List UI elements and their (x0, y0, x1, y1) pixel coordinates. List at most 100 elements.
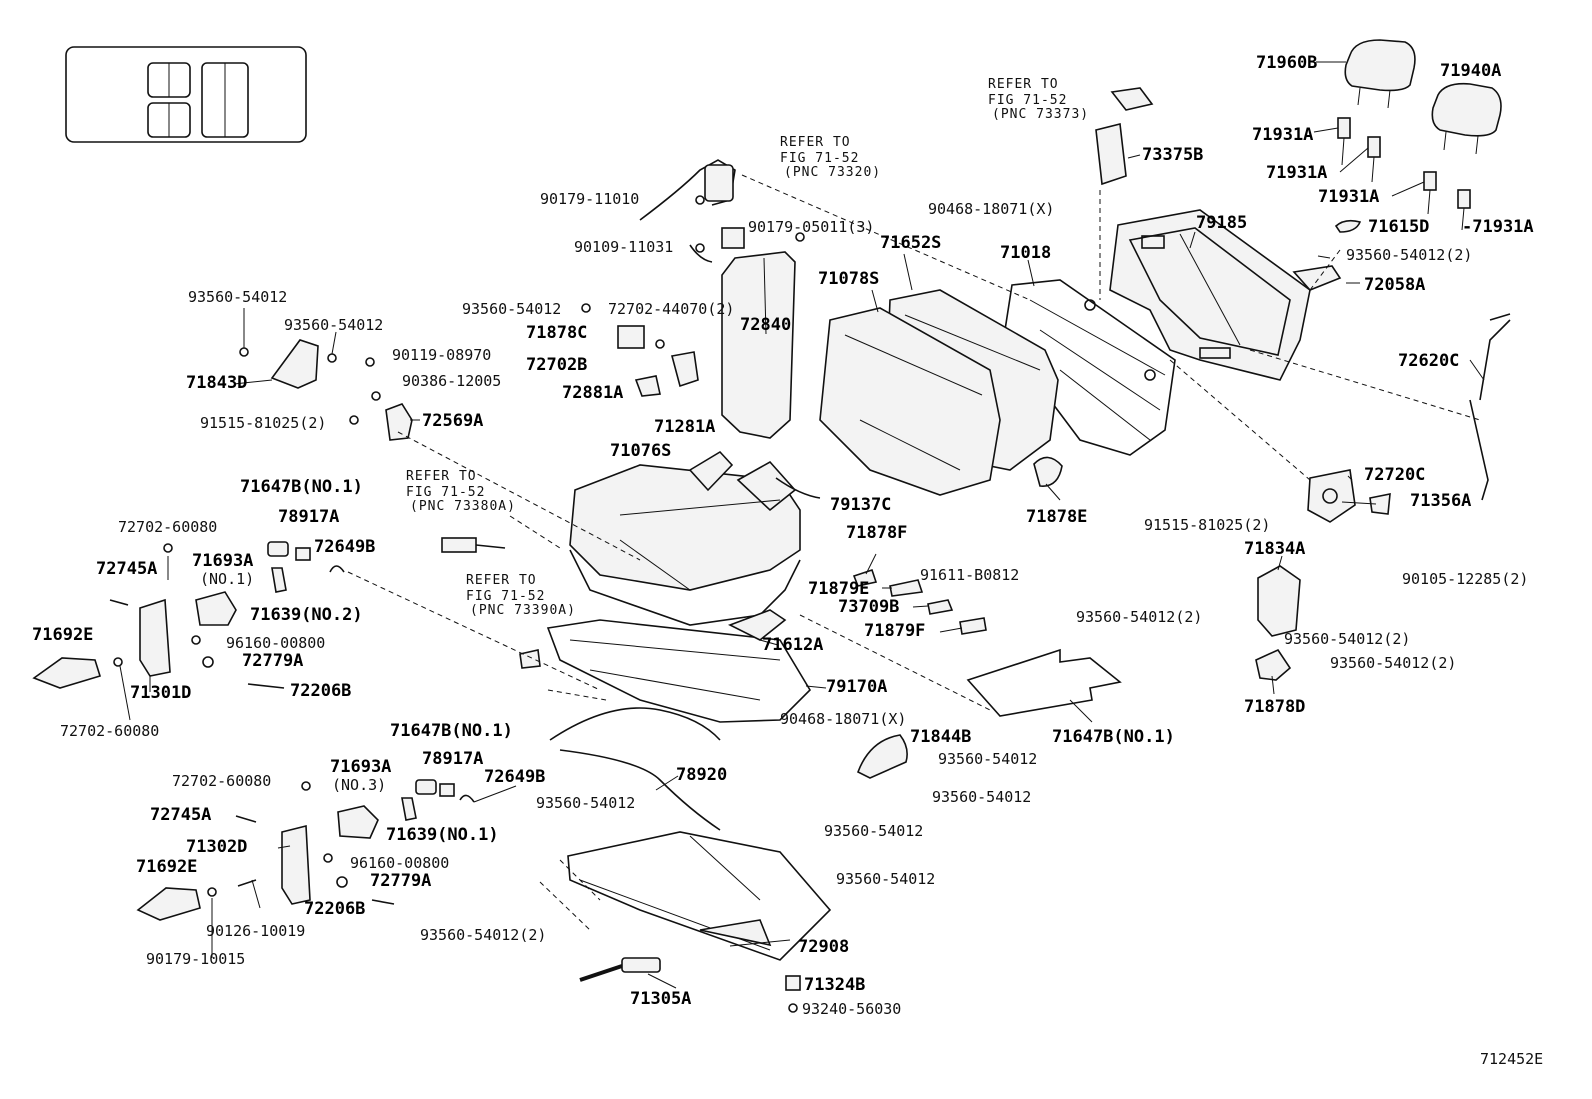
label-71615D[interactable]: 71615D (1368, 217, 1429, 237)
label-93560-54012-2-r3[interactable]: 93560-54012(2) (1330, 654, 1456, 672)
label-71843D[interactable]: 71843D (186, 373, 247, 393)
label-90468-18071-x-mid[interactable]: 90468-18071(X) (780, 710, 906, 728)
label-72058A[interactable]: 72058A (1364, 275, 1425, 295)
label-72702-60080-a[interactable]: 72702-60080 (118, 518, 217, 536)
label-96160-00800-bot[interactable]: 96160-00800 (350, 854, 449, 872)
label-71647B-no1-bot[interactable]: 71647B(NO.1) (390, 721, 513, 741)
label-71931A-1[interactable]: 71931A (1252, 125, 1313, 145)
label-72745A-top[interactable]: 72745A (96, 559, 157, 579)
label-71639-no1[interactable]: 71639(NO.1) (386, 825, 499, 845)
label-72779A-top[interactable]: 72779A (242, 651, 303, 671)
label-71931A-2[interactable]: 71931A (1266, 163, 1327, 183)
label-71647B-no1-top[interactable]: 71647B(NO.1) (240, 477, 363, 497)
label-71692E-bot[interactable]: 71692E (136, 857, 197, 877)
label-71639-no2[interactable]: 71639(NO.2) (250, 605, 363, 625)
label-90386-12005[interactable]: 90386-12005 (402, 372, 501, 390)
label-72702-60080-c[interactable]: 72702-60080 (172, 772, 271, 790)
label-90179-10015[interactable]: 90179-10015 (146, 950, 245, 968)
label-90179-05011-3[interactable]: 90179-05011(3) (748, 218, 874, 236)
label-71612A[interactable]: 71612A (762, 635, 823, 655)
label-71301D[interactable]: 71301D (130, 683, 191, 703)
label-96160-00800-top[interactable]: 96160-00800 (226, 634, 325, 652)
label-72702B[interactable]: 72702B (526, 355, 587, 375)
label-71879E[interactable]: 71879E (808, 579, 869, 599)
label-90468-18071-x-top[interactable]: 90468-18071(X) (928, 200, 1054, 218)
label-93240-56030[interactable]: 93240-56030 (802, 1000, 901, 1018)
label-93560-54012-left1[interactable]: 93560-54012 (188, 288, 287, 306)
label-78920[interactable]: 78920 (676, 765, 727, 785)
label-no1-sub[interactable]: (NO.1) (200, 570, 254, 588)
label-93560-54012-b3[interactable]: 93560-54012 (836, 870, 935, 888)
label-71302D[interactable]: 71302D (186, 837, 247, 857)
label-72840[interactable]: 72840 (740, 315, 791, 335)
label-71960B[interactable]: 71960B (1256, 53, 1317, 73)
label-90109-11031[interactable]: 90109-11031 (574, 238, 673, 256)
label-71844B[interactable]: 71844B (910, 727, 971, 747)
label-72745A-bot[interactable]: 72745A (150, 805, 211, 825)
label-93560-54012-c2[interactable]: 93560-54012 (932, 788, 1031, 806)
label-91515-81025-2-left[interactable]: 91515-81025(2) (200, 414, 326, 432)
label-72779A-bot[interactable]: 72779A (370, 871, 431, 891)
headrest-guides (1334, 117, 1471, 233)
ref-73320[interactable]: REFER TO FIG 71-52 (PNC 73320) (780, 135, 881, 180)
label-72620C[interactable]: 72620C (1398, 351, 1459, 371)
label-72720C[interactable]: 72720C (1364, 465, 1425, 485)
label-71324B[interactable]: 71324B (804, 975, 865, 995)
label-71940A[interactable]: 71940A (1440, 61, 1501, 81)
label-72649B-top[interactable]: 72649B (314, 537, 375, 557)
label-71878E[interactable]: 71878E (1026, 507, 1087, 527)
label-72206B-top[interactable]: 72206B (290, 681, 351, 701)
label-72206B-bot[interactable]: 72206B (304, 899, 365, 919)
label-78917A-top[interactable]: 78917A (278, 507, 339, 527)
ref-73373[interactable]: REFER TO FIG 71-52 (PNC 73373) (988, 77, 1089, 122)
label-71693A-top[interactable]: 71693A (192, 551, 253, 571)
label-93560-54012-2-b4[interactable]: 93560-54012(2) (420, 926, 546, 944)
label-78917A-bot[interactable]: 78917A (422, 749, 483, 769)
label-71878F[interactable]: 71878F (846, 523, 907, 543)
label-90119-08970[interactable]: 90119-08970 (392, 346, 491, 364)
label-71879F[interactable]: 71879F (864, 621, 925, 641)
label-71878C[interactable]: 71878C (526, 323, 587, 343)
label-71078S[interactable]: 71078S (818, 269, 879, 289)
label-73375B[interactable]: 73375B (1142, 145, 1203, 165)
label-no3-sub[interactable]: (NO.3) (332, 776, 386, 794)
label-73709B[interactable]: 73709B (838, 597, 899, 617)
label-71652S[interactable]: 71652S (880, 233, 941, 253)
label-90126-10019[interactable]: 90126-10019 (206, 922, 305, 940)
label-79170A[interactable]: 79170A (826, 677, 887, 697)
label-91611-B0812[interactable]: 91611-B0812 (920, 566, 1019, 584)
label-71878D[interactable]: 71878D (1244, 697, 1305, 717)
label-72881A[interactable]: 72881A (562, 383, 623, 403)
label-72908[interactable]: 72908 (798, 937, 849, 957)
ref-73380A[interactable]: REFER TO FIG 71-52 (PNC 73380A) (406, 469, 516, 514)
label-71931A-4[interactable]: -71931A (1462, 217, 1534, 237)
label-93560-54012-left2[interactable]: 93560-54012 (284, 316, 383, 334)
label-72569A[interactable]: 72569A (422, 411, 483, 431)
label-71931A-3[interactable]: 71931A (1318, 187, 1379, 207)
label-93560-54012-c1[interactable]: 93560-54012 (938, 750, 1037, 768)
label-71356A[interactable]: 71356A (1410, 491, 1471, 511)
label-93560-54012-2-top[interactable]: 93560-54012(2) (1346, 246, 1472, 264)
label-93560-54012-b2[interactable]: 93560-54012 (824, 822, 923, 840)
ref-73390A[interactable]: REFER TO FIG 71-52 (PNC 73390A) (466, 573, 576, 618)
label-71834A[interactable]: 71834A (1244, 539, 1305, 559)
label-93560-54012-mid[interactable]: 93560-54012 (462, 300, 561, 318)
label-90179-11010[interactable]: 90179-11010 (540, 190, 639, 208)
label-71692E-top[interactable]: 71692E (32, 625, 93, 645)
label-93560-54012-2-r1[interactable]: 93560-54012(2) (1076, 608, 1202, 626)
label-91515-81025-2-right[interactable]: 91515-81025(2) (1144, 516, 1270, 534)
label-79137C[interactable]: 79137C (830, 495, 891, 515)
label-93560-54012-b1[interactable]: 93560-54012 (536, 794, 635, 812)
label-71305A[interactable]: 71305A (630, 989, 691, 1009)
label-71076S[interactable]: 71076S (610, 441, 671, 461)
label-71018[interactable]: 71018 (1000, 243, 1051, 263)
label-72702-44070-2[interactable]: 72702-44070(2) (608, 300, 734, 318)
label-71281A[interactable]: 71281A (654, 417, 715, 437)
label-71647B-no1-right[interactable]: 71647B(NO.1) (1052, 727, 1175, 747)
label-93560-54012-2-r2[interactable]: 93560-54012(2) (1284, 630, 1410, 648)
label-79185[interactable]: 79185 (1196, 213, 1247, 233)
label-71693A-bot[interactable]: 71693A (330, 757, 391, 777)
label-90105-12285-2[interactable]: 90105-12285(2) (1402, 570, 1528, 588)
label-72702-60080-b[interactable]: 72702-60080 (60, 722, 159, 740)
label-72649B-bot[interactable]: 72649B (484, 767, 545, 787)
